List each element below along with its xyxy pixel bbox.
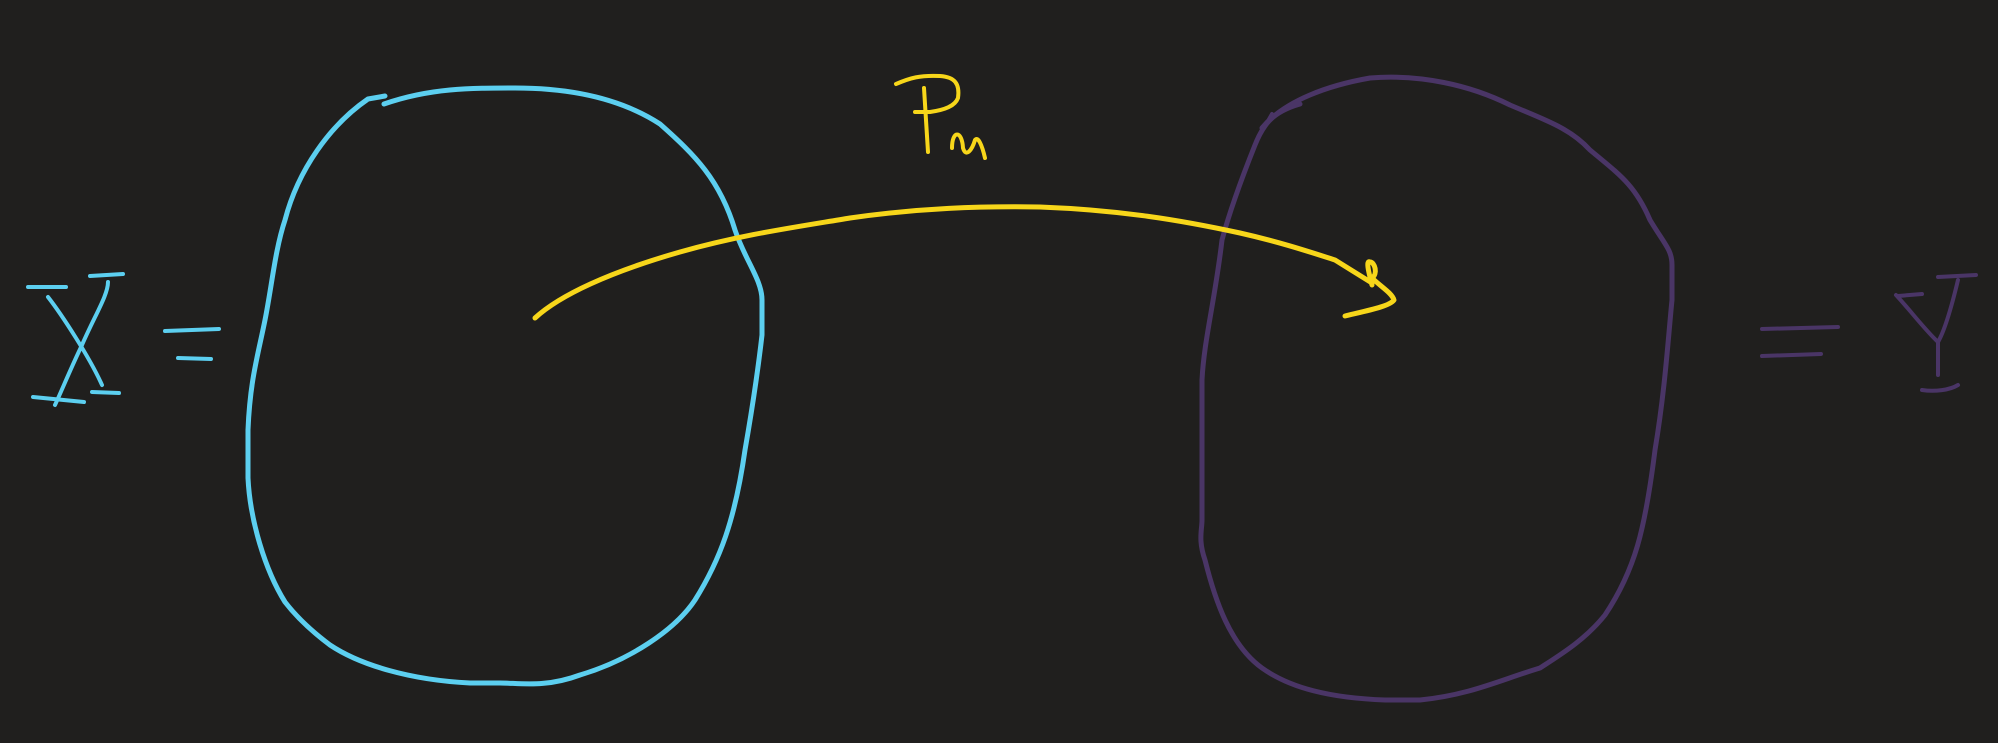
domain-set-blob bbox=[245, 85, 765, 687]
mapping-arrow-shaft bbox=[532, 204, 1375, 321]
codomain-equals-sign bbox=[1760, 325, 1840, 358]
codomain-blob-start-stroke bbox=[1262, 112, 1274, 130]
mapping-arrow-head bbox=[1342, 259, 1397, 319]
codomain-set-blob bbox=[1198, 74, 1675, 703]
domain-equals-sign bbox=[163, 327, 221, 361]
domain-label bbox=[26, 272, 125, 407]
codomain-label bbox=[1894, 273, 1978, 393]
mapping-label bbox=[894, 73, 987, 160]
